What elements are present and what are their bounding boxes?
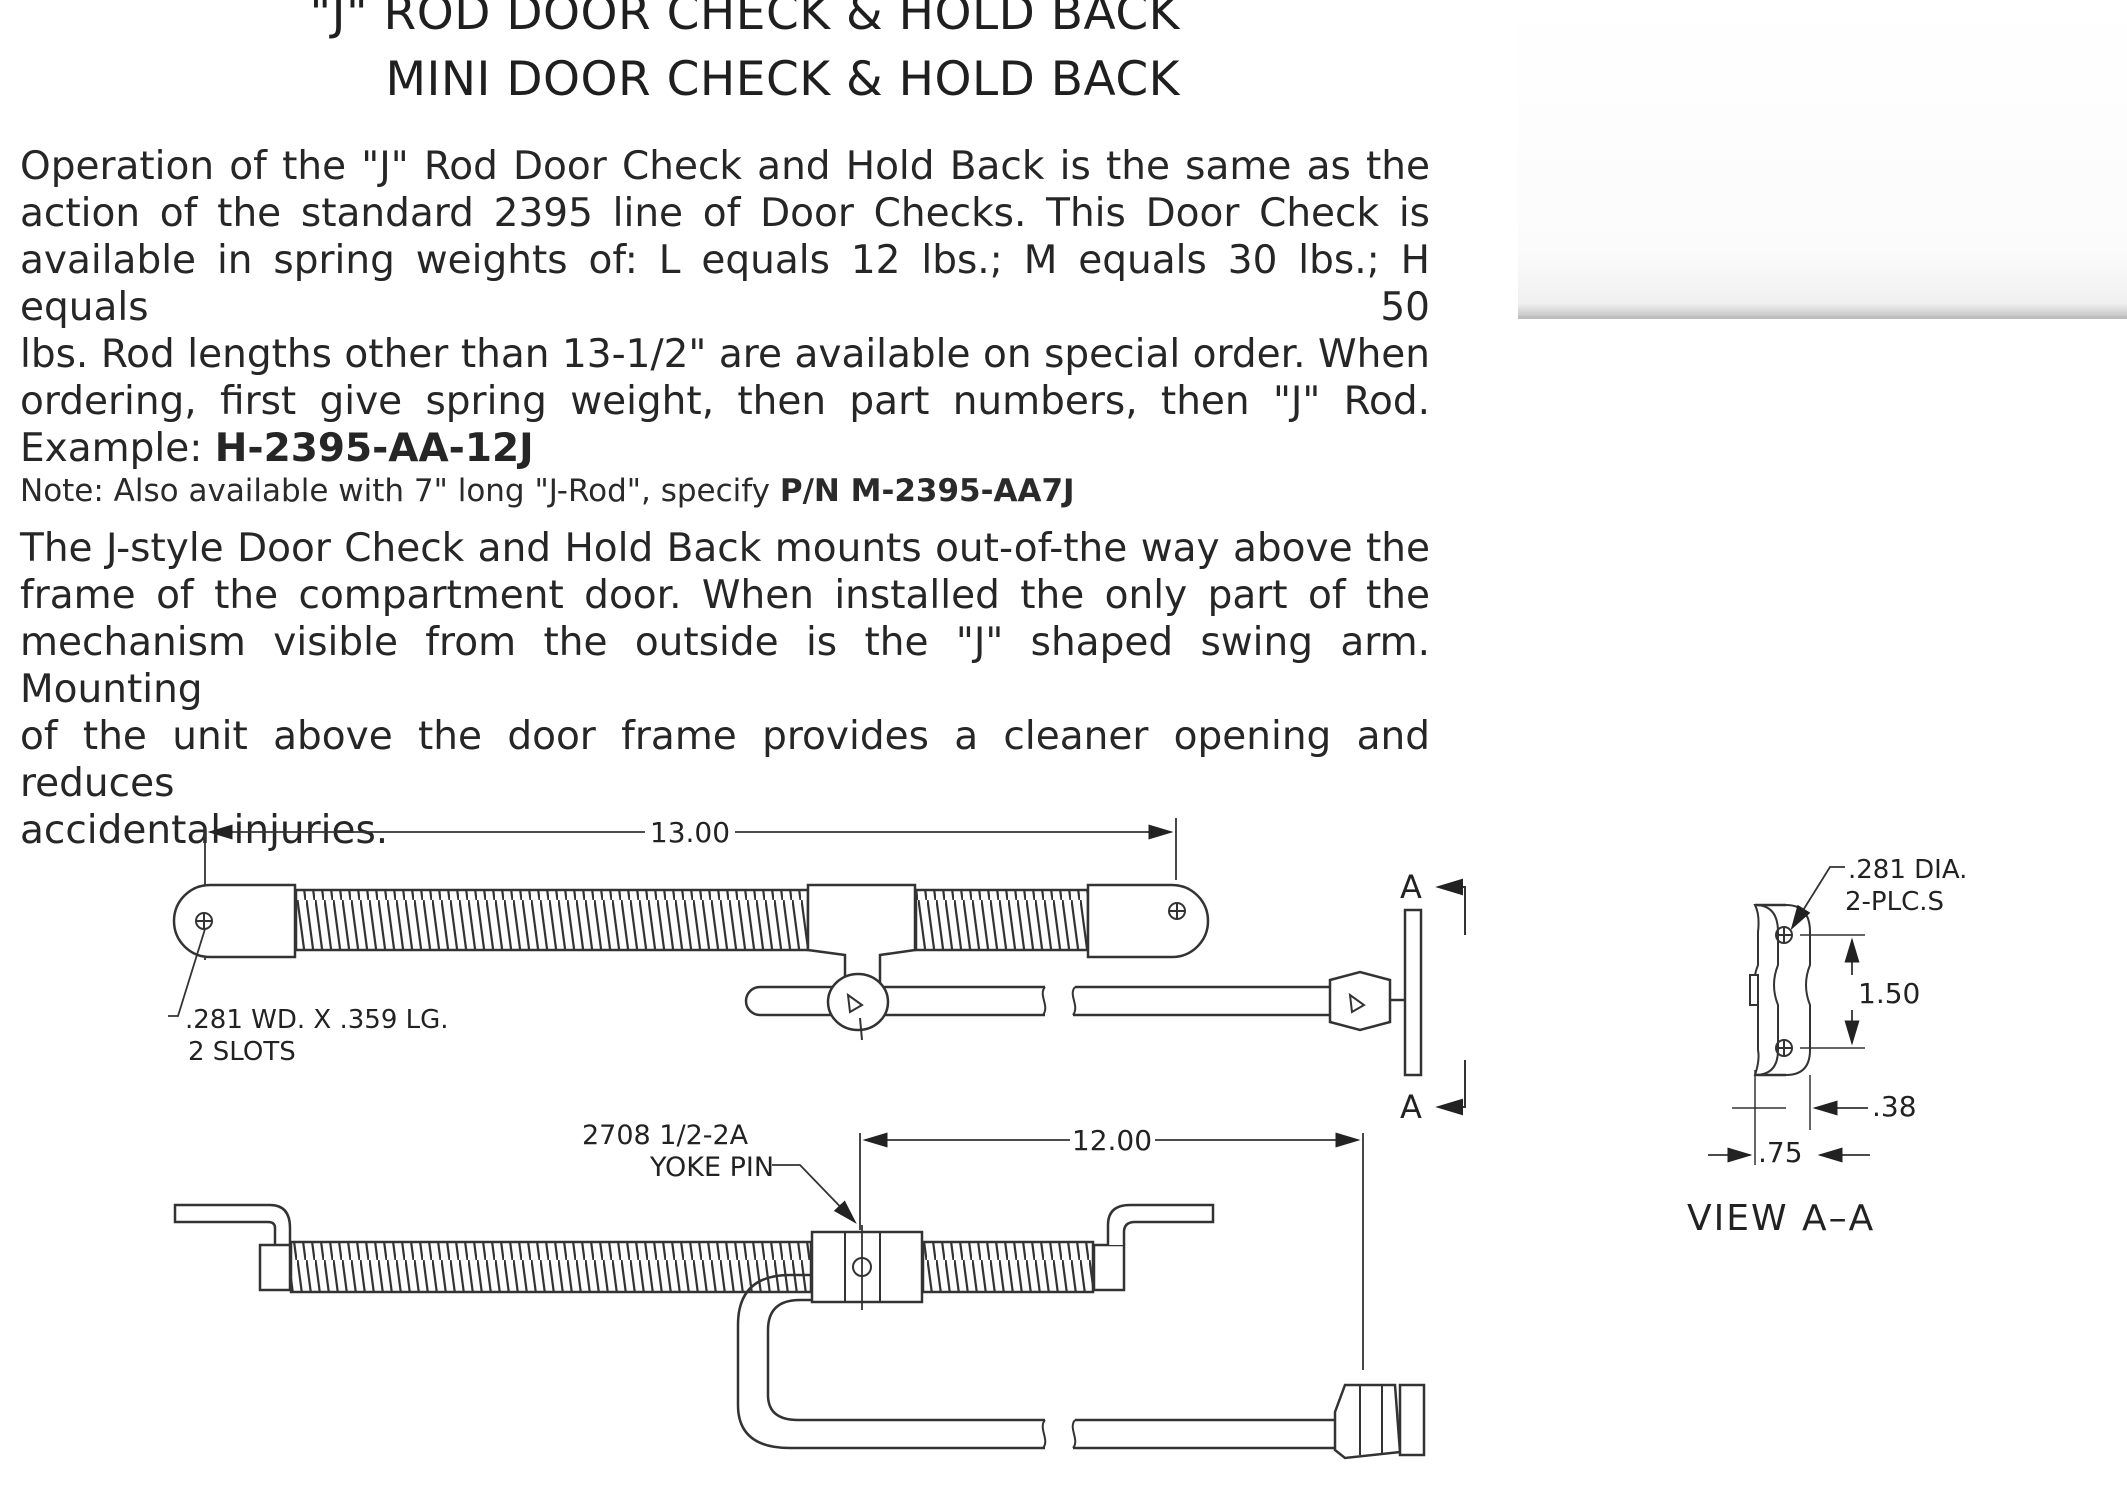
yoke-pin-part-number: 2708 1/2-2A (582, 1120, 749, 1151)
page-title-line-2: MINI DOOR CHECK & HOLD BACK (385, 52, 1180, 107)
right-clevis (1086, 883, 1210, 959)
example-line: Example: H-2395-AA-12J (20, 425, 1430, 472)
slot-spec-line-2: 2 SLOTS (188, 1037, 296, 1067)
leader-line (168, 928, 206, 1017)
rod-end-fitting (1333, 1383, 1402, 1460)
mounting-plate (1398, 1383, 1426, 1457)
hole-count: 2-PLC.S (1845, 887, 1944, 917)
description-line: Operation of the "J" Rod Door Check and … (20, 144, 1430, 189)
section-mark-top: A (1400, 868, 1422, 906)
description-line: ordering, first give spring weight, then… (20, 379, 1430, 424)
mounting-line: frame of the compartment door. When inst… (20, 573, 1430, 618)
overall-length-dimension: 13.00 (650, 816, 730, 849)
spring-coil (289, 1240, 813, 1294)
note-line: Note: Also available with 7" long "J-Rod… (20, 473, 1075, 509)
scanned-paper-edge (1518, 0, 2127, 319)
hole-diameter: .281 DIA. (1848, 855, 1967, 885)
plate-width-dimension: .75 (1758, 1136, 1803, 1169)
description-line: available in spring weights of: L equals… (20, 238, 1430, 330)
left-nut (258, 1243, 292, 1292)
rod-length-dimension: 12.00 (1072, 1124, 1152, 1157)
description-line: action of the standard 2395 line of Door… (20, 191, 1430, 236)
left-clevis (172, 883, 297, 959)
bottom-assembly (173, 1132, 1426, 1460)
swing-arm-rod (744, 985, 1045, 1017)
view-label: VIEW A–A (1687, 1198, 1875, 1239)
leader-line (1790, 866, 1845, 931)
leader-line (772, 1164, 857, 1224)
right-nut (1092, 1243, 1126, 1292)
hole-spacing-dimension: 1.50 (1858, 977, 1920, 1010)
mounting-line: The J-style Door Check and Hold Back mou… (20, 526, 1430, 571)
description-line: lbs. Rod lengths other than 13-1/2" are … (20, 332, 1430, 377)
top-assembly (168, 818, 1466, 1116)
note-part-number: P/N M-2395-AA7J (779, 473, 1075, 509)
description-paragraph: Operation of the "J" Rod Door Check and … (20, 143, 1430, 472)
yoke (810, 1230, 924, 1304)
yoke-pin-label: YOKE PIN (649, 1152, 774, 1183)
mounting-plate (1403, 908, 1423, 1077)
section-mark-bottom: A (1400, 1088, 1422, 1126)
spring-housing (806, 883, 917, 987)
spring-coil (914, 888, 1090, 952)
mounting-line: mechanism visible from the outside is th… (20, 620, 1430, 712)
section-arrow (1435, 1060, 1466, 1116)
view-a-a (1708, 866, 1870, 1165)
spring-coil (921, 1240, 1095, 1294)
j-rod (736, 1273, 1045, 1450)
example-part-number: H-2395-AA-12J (214, 426, 534, 471)
slot-spec-line-1: .281 WD. X .359 LG. (185, 1005, 449, 1035)
edge-offset-dimension: .38 (1872, 1090, 1917, 1123)
right-bracket (1106, 1203, 1215, 1245)
mounting-line: of the unit above the door frame provide… (20, 714, 1430, 806)
spring-coil (294, 888, 810, 952)
page-title-line-1: "J" ROD DOOR CHECK & HOLD BACK (309, 0, 1180, 41)
example-label: Example: (20, 426, 203, 471)
mounting-paragraph: The J-style Door Check and Hold Back mou… (20, 525, 1430, 854)
section-arrow (1435, 878, 1466, 935)
note-text: Note: Also available with 7" long "J-Rod… (20, 473, 770, 509)
